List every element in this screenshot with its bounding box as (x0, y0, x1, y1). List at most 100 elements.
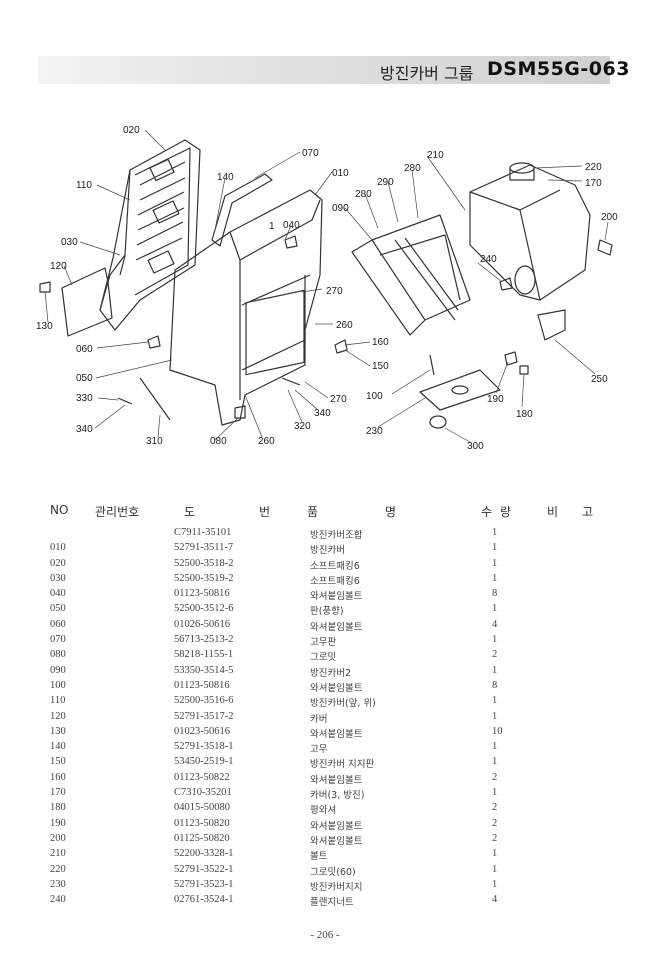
callout-label: 280 (404, 163, 421, 174)
callout-label: 230 (366, 426, 383, 437)
callout-label: 100 (366, 391, 383, 402)
row-part-name: 와셔붙임볼트 (310, 774, 363, 786)
callout-label: 130 (36, 321, 53, 332)
row-part-name: 카버 (310, 713, 328, 725)
row-qty: 2 (492, 817, 498, 829)
row-part-number: 52500-3516-6 (174, 695, 234, 707)
row-part-number: 56713-2513-2 (174, 634, 234, 646)
callout-label: 020 (123, 125, 140, 136)
col-header-pum: 품 (307, 505, 319, 519)
row-qty: 4 (492, 894, 498, 906)
tank-cover-170 (469, 162, 591, 301)
row-part-name: 와셔붙임볼트 (310, 835, 363, 847)
callout-label: 290 (377, 177, 394, 188)
col-header-ryang: 량 (500, 505, 512, 519)
row-part-name: 와셔붙임볼트 (310, 728, 363, 740)
callout-label: 120 (50, 261, 67, 272)
row-part-number: 52791-3518-1 (174, 741, 234, 753)
row-part-name: 와셔붙임볼트 (310, 682, 363, 694)
cover-plate-120 (61, 267, 113, 337)
callout-label: 080 (210, 436, 227, 447)
callout-label: 160 (372, 337, 389, 348)
row-no: 150 (50, 756, 66, 768)
col-header-myeong: 명 (385, 505, 397, 519)
row-qty: 1 (492, 542, 498, 554)
row-part-number: 52500-3519-2 (174, 572, 234, 584)
row-no: 080 (50, 649, 66, 661)
row-no: 040 (50, 588, 66, 600)
row-part-number: 01123-50816 (174, 679, 230, 691)
callout-label: 110 (76, 180, 92, 191)
row-qty: 2 (492, 832, 498, 844)
row-no: 050 (50, 603, 66, 615)
row-part-name: 방진카버(앞, 위) (310, 698, 376, 710)
rubber-strip-070 (211, 173, 273, 247)
row-part-number: 52791-3522-1 (174, 863, 234, 875)
row-part-number: 01023-50616 (174, 725, 230, 737)
row-part-number: 01123-50816 (174, 588, 230, 600)
row-part-number: 53350-3514-5 (174, 664, 234, 676)
row-part-name: 플랜지너트 (310, 897, 354, 909)
row-no: 230 (50, 878, 66, 890)
row-no: 170 (50, 787, 66, 799)
row-no: 110 (50, 695, 66, 707)
col-header-beon: 번 (259, 505, 271, 519)
row-no: 190 (50, 817, 66, 829)
title-bar (38, 56, 610, 84)
callout-label: 240 (480, 254, 497, 265)
row-part-number: 58218-1155-1 (174, 649, 234, 661)
callout-label: 310 (146, 436, 163, 447)
row-no: 010 (50, 542, 66, 554)
callout-label: 300 (467, 441, 484, 452)
col-header-do: 도 (184, 505, 196, 519)
row-part-number: 52791-3523-1 (174, 878, 234, 890)
row-no: 200 (50, 832, 66, 844)
col-header-no: NO (50, 503, 69, 517)
row-part-number: 52791-3511-7 (174, 542, 234, 554)
callout-label: 340 (76, 424, 93, 435)
col-header-mgmt: 관리번호 (95, 505, 140, 519)
callout-label: 050 (76, 373, 93, 384)
row-no: 220 (50, 863, 66, 875)
callout-label: 140 (217, 172, 234, 183)
row-part-number: 52500-3512-6 (174, 603, 234, 615)
row-qty: 8 (492, 679, 498, 691)
row-part-name: 고무판 (310, 637, 337, 649)
row-part-name: 소프트패킹6 (310, 575, 360, 587)
row-no: 210 (50, 848, 66, 860)
callout-label: 1 (269, 221, 275, 232)
row-qty: 1 (492, 634, 498, 646)
callout-label: 040 (283, 220, 300, 231)
row-qty: 8 (492, 588, 498, 600)
row-part-name: 카버(3, 방진) (310, 790, 365, 802)
row-qty: 1 (492, 863, 498, 875)
row-part-number: 01125-50820 (174, 832, 230, 844)
row-part-name: 와셔붙임볼트 (310, 820, 363, 832)
row-qty: 1 (492, 557, 498, 569)
callout-label: 270 (326, 286, 343, 297)
row-part-name: 와셔붙임볼트 (310, 621, 363, 633)
row-qty: 1 (492, 664, 498, 676)
row-part-name: 방진카버 지지판 (310, 759, 375, 771)
row-no: 030 (50, 572, 66, 584)
main-cover-010 (169, 189, 323, 426)
row-part-name: 소프트패킹6 (310, 560, 360, 572)
col-header-go: 고 (582, 505, 594, 519)
row-no: 140 (50, 741, 66, 753)
row-qty: 1 (492, 741, 498, 753)
row-qty: 1 (492, 787, 498, 799)
callout-label: 170 (585, 178, 602, 189)
row-no: 120 (50, 710, 66, 722)
